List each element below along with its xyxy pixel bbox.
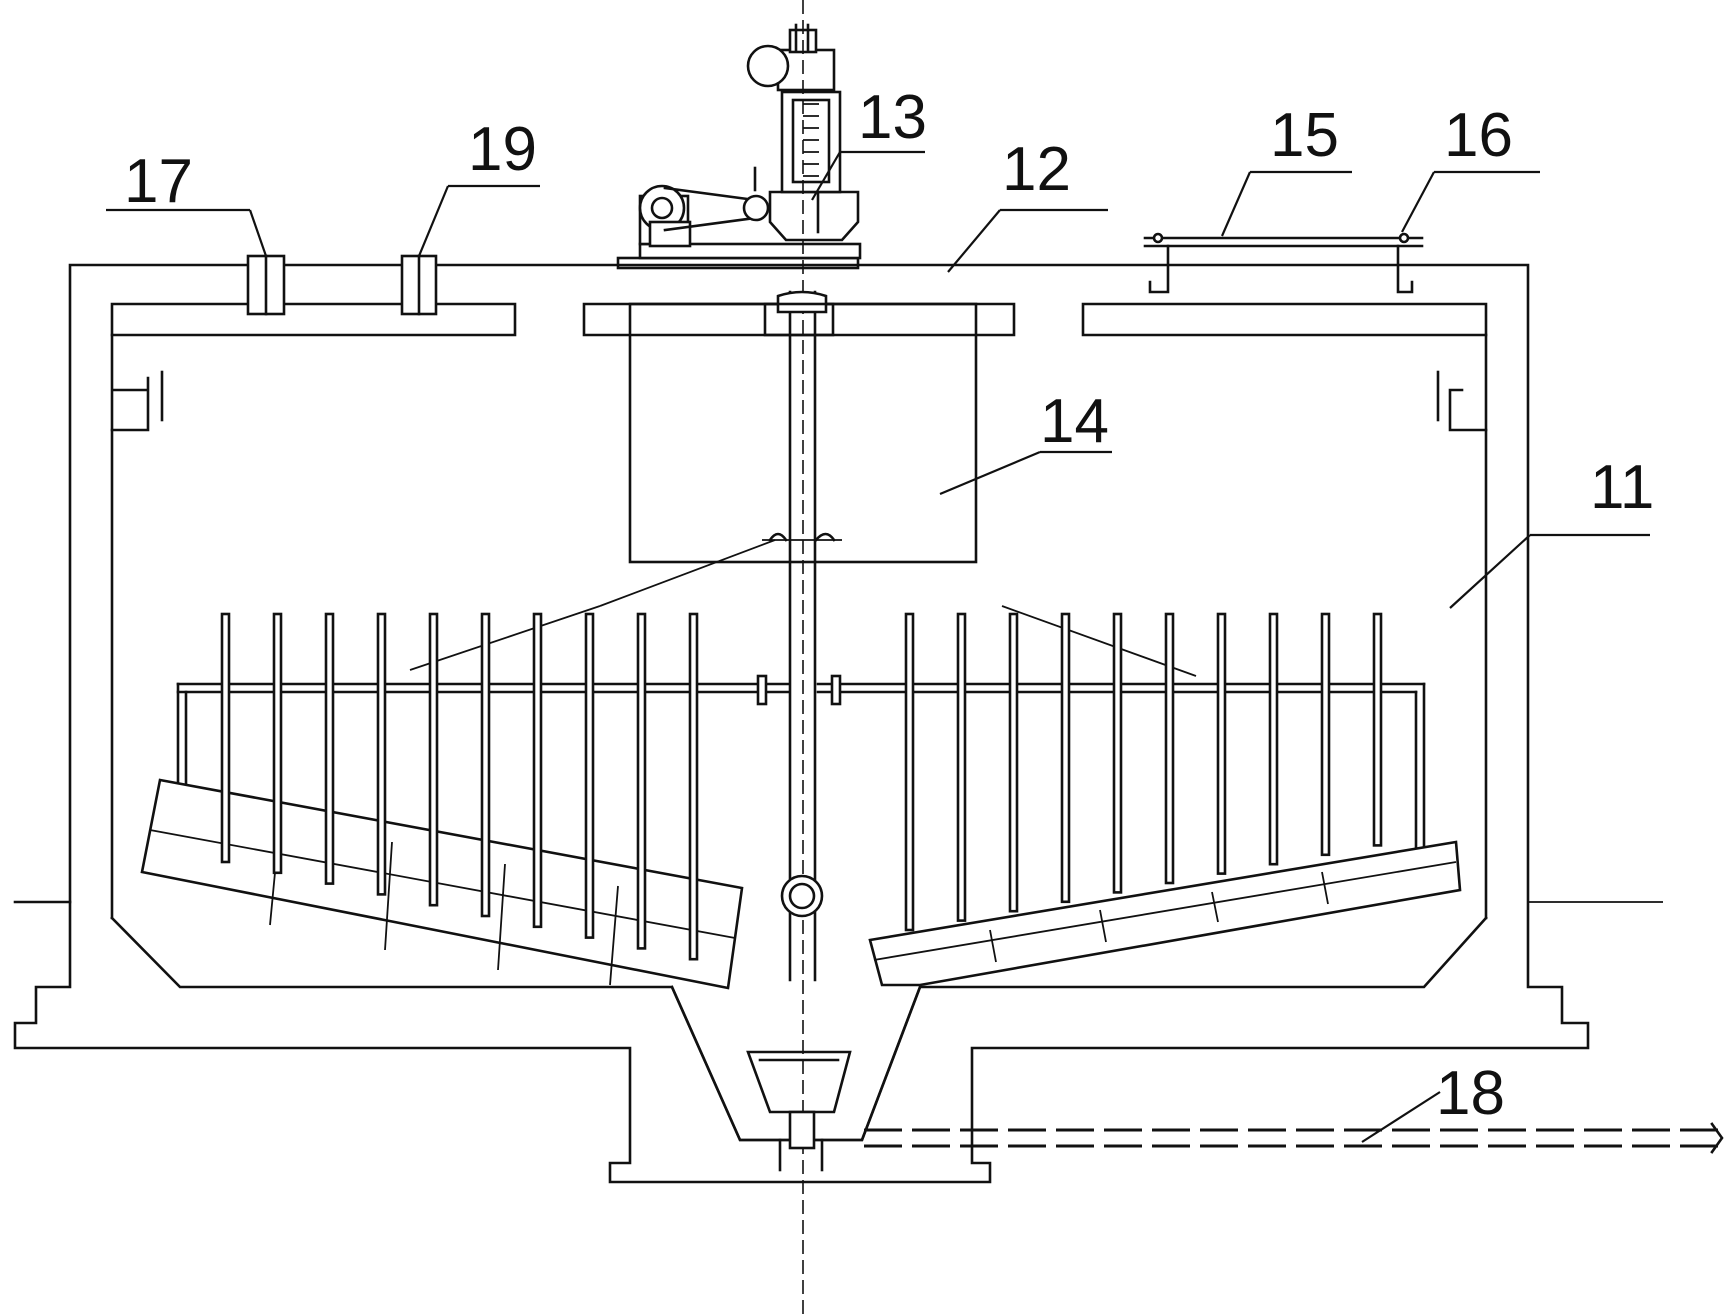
label-15: 15 [1270, 101, 1339, 170]
rake-picket [1008, 612, 1019, 913]
label-12: 12 [1002, 135, 1071, 204]
rake-picket [956, 612, 967, 922]
label-18: 18 [1436, 1059, 1505, 1128]
rake-picket [428, 612, 439, 907]
walkway-15 [1143, 232, 1424, 294]
label-19: 19 [468, 115, 537, 184]
rake-picket [376, 612, 387, 896]
number-labels: 17 19 13 12 15 16 14 11 18 [124, 83, 1654, 1128]
discharge-pipe-18 [864, 1122, 1724, 1154]
tank-outer-wall [13, 263, 1663, 1184]
label-11: 11 [1590, 453, 1654, 522]
rake-picket [688, 612, 699, 961]
rake-picket [532, 612, 543, 929]
rake-picket [1164, 612, 1175, 885]
rake-pickets-right [904, 612, 1383, 932]
arm-couplings [756, 674, 842, 706]
rake-picket [272, 612, 283, 875]
rake-picket [1372, 612, 1383, 847]
rake-picket [1060, 612, 1071, 904]
rake-picket [1216, 612, 1227, 875]
tank-inner-cavity [110, 302, 1488, 1142]
rake-picket [1112, 612, 1123, 894]
central-shaft [776, 0, 828, 1316]
rake-picket [1268, 612, 1279, 866]
rake-picket [480, 612, 491, 918]
drive-unit-13 [638, 23, 862, 260]
rake-picket [1320, 612, 1331, 857]
valve-17 [246, 254, 286, 316]
rake-picket [636, 612, 647, 950]
wall-brackets [110, 370, 1488, 432]
label-13: 13 [858, 83, 927, 152]
rake-picket [904, 612, 915, 932]
valve-19 [400, 254, 438, 316]
label-14: 14 [1040, 387, 1109, 456]
rake-picket [220, 612, 231, 864]
rake-picket [584, 612, 595, 939]
rake-pickets-left [220, 612, 699, 961]
feed-well-14 [628, 302, 978, 564]
leaders [106, 150, 1650, 1143]
label-17: 17 [124, 147, 193, 216]
pit-scraper [746, 1050, 852, 1172]
rake-arm-right [816, 605, 1462, 987]
rake-picket [324, 612, 335, 885]
label-16: 16 [1444, 101, 1513, 170]
